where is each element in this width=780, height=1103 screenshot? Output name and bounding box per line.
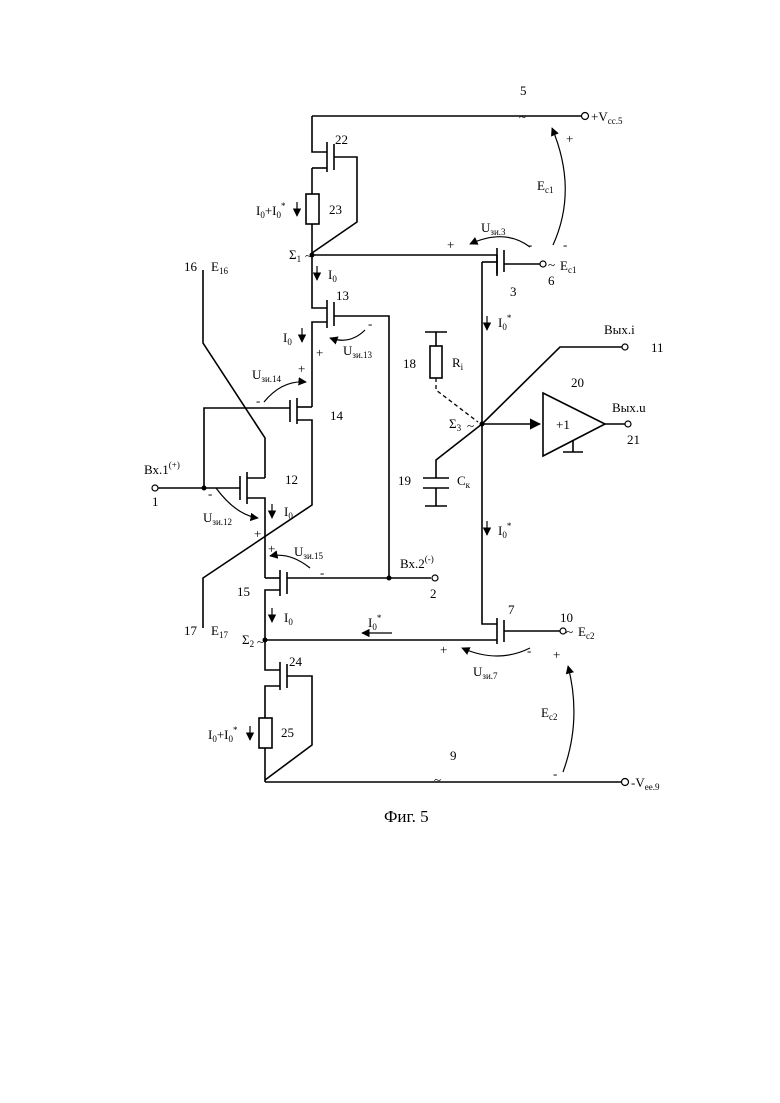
sigma3-node: Σ3 ~ [449, 416, 485, 433]
node-5-label: 5 [520, 83, 527, 98]
figure-caption: Фиг. 5 [384, 807, 429, 826]
ec2-source-label: Ec2 [578, 624, 594, 641]
current-i0-14: I0 [283, 330, 292, 347]
ec2-minus: - [553, 766, 557, 781]
node-14-label: 14 [330, 408, 344, 423]
transistor-14: 14 - + Uзи.14 [203, 361, 344, 628]
node-22-label: 22 [335, 132, 348, 147]
rail-tilde: ~ [434, 772, 441, 787]
node-25-label: 25 [281, 725, 294, 740]
voltage-u7-label: Uзи.7 [473, 664, 498, 681]
node-6-label: 6 [548, 273, 555, 288]
vcc-label: +Vcc.5 [591, 109, 623, 126]
node-15-label: 15 [237, 584, 250, 599]
node-10-label: 10 [560, 610, 573, 625]
sigma2-label: Σ2 [242, 632, 254, 649]
node-11-label: 11 [651, 340, 664, 355]
sigma1-node: Σ1 ~ [289, 247, 497, 264]
voltage-u14-label: Uзи.14 [252, 367, 282, 384]
voltage-u12-label: Uзи.12 [203, 510, 232, 527]
transistor-3: ~ Ec1 6 3 I0* Uзи.3 + - - Ec1 + [447, 128, 576, 616]
output-i-label: Вых.i [604, 322, 635, 337]
current-i0star-sum: I0* [368, 613, 382, 632]
input-1-label: Вх.1(+) [144, 460, 180, 477]
buffer-20: +1 20 Вых.u 21 [482, 375, 646, 456]
current-i0-15: I0 [284, 610, 293, 627]
voltage-u3-label: Uзи.3 [481, 220, 506, 237]
transistor-24: 24 [265, 640, 312, 780]
node-16-label: 16 [184, 259, 198, 274]
input-2-label: Вх.2(-) [400, 554, 434, 571]
u14-minus: - [256, 393, 260, 408]
node-12-label: 12 [285, 472, 298, 487]
buffer-gain-label: +1 [556, 417, 570, 432]
current-i0-12: I0 [284, 504, 293, 521]
ec1-arrow-label: Ec1 [537, 178, 553, 195]
current-i0-plus-i0star-top: I0+I0* [256, 201, 286, 220]
sigma2-node: Σ2 ~ I0* [242, 613, 497, 649]
positive-supply-rail: 5 ~ +Vcc.5 [312, 83, 623, 126]
ri-label: Ri [452, 355, 464, 372]
e16-label: E16 [211, 259, 228, 276]
ec1-minus: - [563, 237, 567, 252]
node-19-label: 19 [398, 473, 411, 488]
node-21-label: 21 [627, 432, 640, 447]
transistor-12: 12 Вх.1(+) 1 - Uзи.12 I0 + [144, 460, 298, 578]
voltage-u13-label: Uзи.13 [343, 343, 373, 360]
u12-plus: + [254, 526, 261, 541]
e17-label: E17 [211, 623, 228, 640]
node-13-label: 13 [336, 288, 349, 303]
sigma3-label: Σ3 [449, 416, 462, 433]
u7-minus: - [527, 643, 531, 658]
current-i0-13: I0 [328, 267, 337, 284]
output-u-label: Вых.u [612, 400, 646, 415]
rail-tilde: ~ [519, 109, 526, 124]
e17-source: 17 E17 [184, 623, 228, 640]
node-1-label: 1 [152, 494, 159, 509]
node-24-label: 24 [289, 654, 303, 669]
u7-plus: + [440, 642, 447, 657]
ec1-source-label: Ec1 [560, 258, 576, 275]
node-9-label: 9 [450, 748, 457, 763]
u3-plus: + [447, 237, 454, 252]
ec2-plus: + [553, 647, 560, 662]
ec2-arrow-label: Ec2 [541, 705, 557, 722]
sigma1-label: Σ1 [289, 247, 301, 264]
node-3-label: 3 [510, 284, 517, 299]
node-20-label: 20 [571, 375, 584, 390]
u15-minus: - [320, 565, 324, 580]
current-i0-plus-i0star-bottom: I0+I0* [208, 725, 238, 744]
node-17-label: 17 [184, 623, 198, 638]
current-i0star-3: I0* [498, 313, 512, 332]
u12-minus: - [208, 486, 212, 501]
u3-minus: - [528, 237, 532, 252]
voltage-u15-label: Uзи.15 [294, 544, 324, 561]
resistor-ri: 18 Ri [403, 332, 478, 422]
capacitor-ck: 19 Cк [398, 424, 482, 506]
transistor-15: Вх.2(-) 2 15 + - Uзи.15 I0 [237, 541, 438, 640]
current-i0star-7: I0* [498, 521, 512, 540]
u14-plus: + [298, 361, 305, 376]
ck-label: Cк [457, 473, 471, 490]
ec2-tilde: ~ [566, 624, 573, 639]
ec1-tilde: ~ [548, 257, 555, 272]
transistor-22: 22 [312, 116, 357, 253]
transistor-7: ~ Ec2 10 7 + - Uзи.7 + Ec2 - I0* [440, 521, 594, 781]
sigma1-tilde: ~ [305, 248, 312, 263]
node-18-label: 18 [403, 356, 416, 371]
negative-supply-rail: 9 ~ -Vee.9 [265, 748, 660, 792]
node-7-label: 7 [508, 602, 515, 617]
vee-label: -Vee.9 [631, 775, 660, 792]
sigma2-tilde: ~ [257, 634, 264, 649]
u15-plus: + [268, 541, 275, 556]
u13-plus: + [316, 345, 323, 360]
node-23-label: 23 [329, 202, 342, 217]
ec1-plus: + [566, 131, 573, 146]
resistor-25: 25 I0+I0* [208, 718, 294, 782]
u13-minus: - [368, 316, 372, 331]
node-2-label: 2 [430, 586, 437, 601]
